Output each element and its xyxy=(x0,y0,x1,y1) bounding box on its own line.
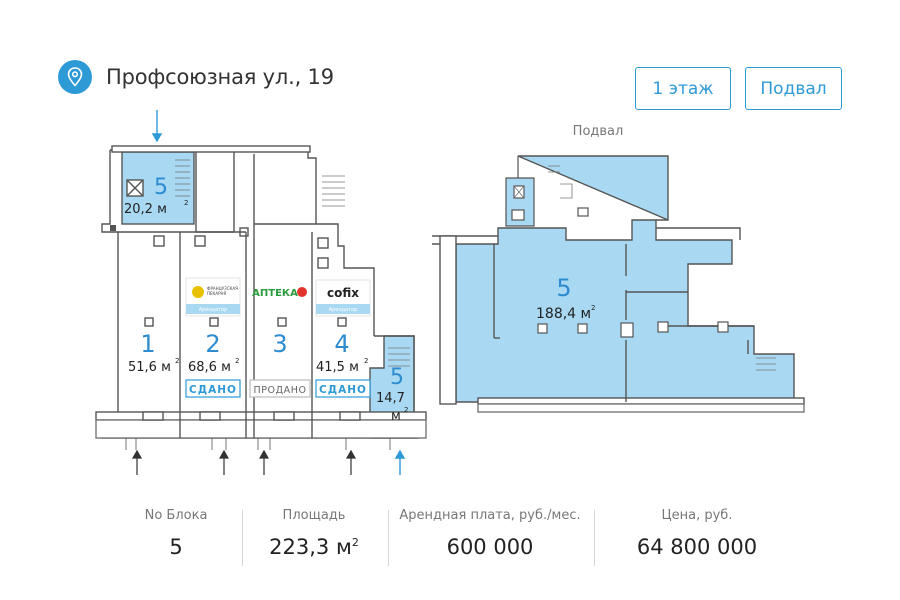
unit-5-area: 14,7 xyxy=(376,391,405,406)
status-text-unit-3: ПРОДАНО xyxy=(253,385,306,396)
unit-4-area: 41,5 м xyxy=(316,360,359,375)
price-value: 64 800 000 xyxy=(636,535,758,559)
unit-5-area-unit: м xyxy=(391,409,401,424)
price-label: Цена, руб. xyxy=(661,508,733,523)
tenant-label-2: Арендатор xyxy=(199,307,228,313)
svg-text:ФРАНЦУЗСКАЯ: ФРАНЦУЗСКАЯ xyxy=(207,286,238,291)
basement-unit-number: 5 xyxy=(556,274,571,302)
basement-plan xyxy=(432,155,805,413)
first-floor-plan xyxy=(95,145,427,450)
tenant-logo-unit-4: cofix Арендатор xyxy=(315,279,371,317)
status-badge-unit-4 xyxy=(315,379,371,398)
tenant-logo-unit-2: ФРАНЦУЗСКАЯ ПЕКАРНЯ Арендатор xyxy=(185,277,241,317)
rent-value: 600 000 xyxy=(446,535,534,559)
stat-rent: Арендная плата, руб./мес. 600 000 xyxy=(392,508,588,559)
unit-1-area: 51,6 м xyxy=(128,360,171,375)
stat-divider xyxy=(242,510,243,566)
stat-area: Площадь 223,3 м2 xyxy=(250,508,378,559)
block-label: No Блока xyxy=(144,508,208,523)
rent-label: Арендная плата, руб./мес. xyxy=(399,508,581,523)
unit-4-number: 4 xyxy=(334,330,349,358)
unit-stats: No Блока 5 Площадь 223,3 м2 Арендная пла… xyxy=(0,508,900,578)
unit-3-number: 3 xyxy=(272,330,287,358)
area-value-sup: 2 xyxy=(351,536,359,549)
basement-plan-title: Подвал xyxy=(572,124,624,139)
floor-plans: ФРАНЦУЗСКАЯ ПЕКАРНЯ Арендатор АПТЕКА cof… xyxy=(95,110,805,475)
unit-5-top-number: 5 xyxy=(154,175,168,200)
unit-2-area-sup: 2 xyxy=(235,357,239,365)
unit-1-number: 1 xyxy=(140,330,155,358)
svg-text:ПЕКАРНЯ: ПЕКАРНЯ xyxy=(207,291,227,296)
basement-button[interactable]: Подвал xyxy=(745,67,842,110)
block-value: 5 xyxy=(169,535,183,559)
unit-5-entrance-arrows xyxy=(151,110,406,475)
stat-block: No Блока 5 xyxy=(120,508,232,559)
unit-5-number: 5 xyxy=(390,365,404,390)
area-value: 223,3 м xyxy=(269,535,352,559)
tenant-label-4: Арендатор xyxy=(329,307,358,313)
stat-divider xyxy=(594,510,595,566)
area-label: Площадь xyxy=(282,508,346,523)
stat-price: Цена, руб. 64 800 000 xyxy=(606,508,788,559)
unit-2-area: 68,6 м xyxy=(188,360,231,375)
basement-unit-area: 188,4 м xyxy=(536,306,591,322)
address-title: Профсоюзная ул., 19 xyxy=(106,65,334,89)
unit-1-area-sup: 2 xyxy=(175,357,179,365)
unit-2-number: 2 xyxy=(205,330,220,358)
area-value-wrap: 223,3 м2 xyxy=(250,535,378,559)
status-badge-unit-2 xyxy=(185,379,241,398)
floor-1-button[interactable]: 1 этаж xyxy=(635,67,731,110)
unit-4-area-sup: 2 xyxy=(364,357,368,365)
unit-5-top-area-sup: 2 xyxy=(184,199,188,207)
status-badge-unit-3 xyxy=(249,379,311,398)
entrance-arrows xyxy=(131,449,357,475)
cofix-logo-text: cofix xyxy=(327,286,359,300)
location-pin-icon xyxy=(58,60,92,94)
basement-unit-area-sup: 2 xyxy=(591,304,595,312)
tenant-logo-unit-3: АПТЕКА xyxy=(252,287,307,299)
unit-5-area-sup: 2 xyxy=(404,406,408,414)
status-text-unit-4: СДАНО xyxy=(319,384,367,396)
status-text-unit-2: СДАНО xyxy=(189,384,237,396)
unit-5-top-area: 20,2 м xyxy=(124,202,167,217)
address-header: Профсоюзная ул., 19 xyxy=(58,60,334,94)
stat-divider xyxy=(388,510,389,566)
apteka-logo-text: АПТЕКА xyxy=(252,288,298,299)
